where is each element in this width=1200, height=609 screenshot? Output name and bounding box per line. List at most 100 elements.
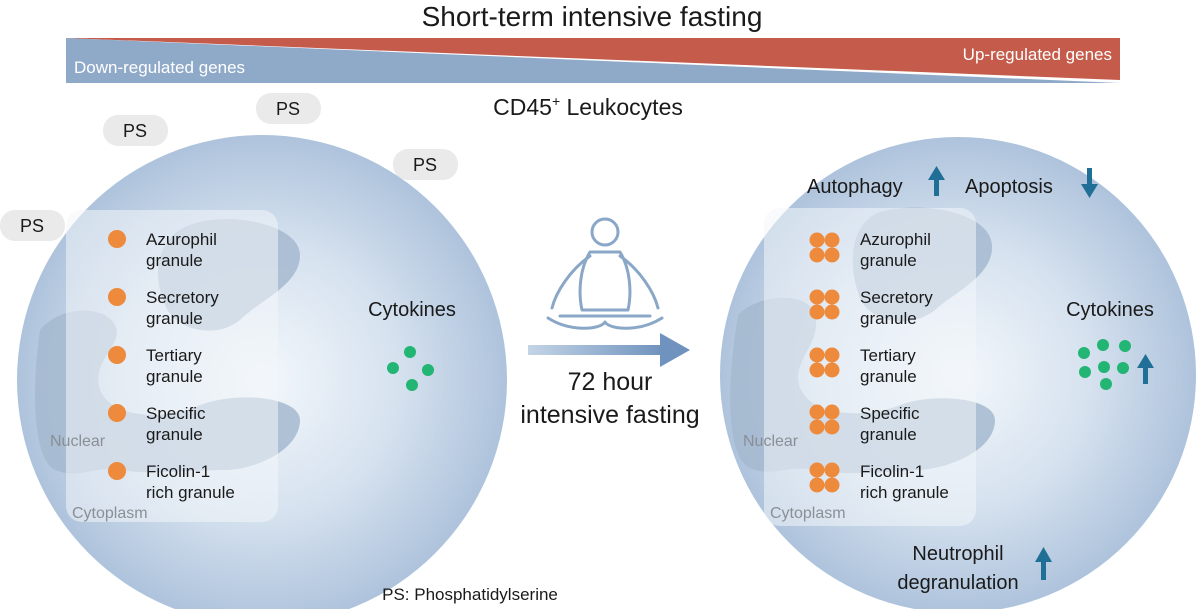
torso-shape bbox=[578, 250, 632, 312]
left-granule-dot-specific bbox=[108, 404, 126, 422]
left-cytoplasm-panel bbox=[66, 210, 278, 522]
gene-regulation-bar: Down-regulated genes Up-regulated genes bbox=[66, 38, 1120, 83]
arrow-shaft bbox=[1143, 366, 1148, 384]
down-regulated-wedge bbox=[66, 38, 1120, 83]
granule-particle bbox=[809, 289, 825, 305]
ps-pill-label: PS bbox=[20, 216, 44, 236]
granule-particle bbox=[809, 419, 825, 435]
granule-particle bbox=[824, 232, 840, 248]
right-cytoplasm-label: Cytoplasm bbox=[770, 505, 846, 522]
meditation-person-icon bbox=[546, 217, 664, 330]
granule-particle bbox=[824, 247, 840, 263]
cytokine-dot bbox=[1097, 339, 1109, 351]
arms-shape bbox=[550, 254, 660, 310]
cytokine-dot bbox=[422, 364, 434, 376]
left-granule-dot-tertiary bbox=[108, 346, 126, 364]
footnote: PS: Phosphatidylserine bbox=[382, 585, 558, 604]
granule-particle bbox=[824, 289, 840, 305]
granule-particle bbox=[809, 304, 825, 320]
right-nuclear-label: Nuclear bbox=[743, 433, 799, 450]
ps-pill-bg bbox=[103, 115, 168, 146]
right-granule-cluster-ficolin bbox=[809, 462, 840, 493]
cytokine-dot bbox=[1078, 347, 1090, 359]
cell-type-label: CD45+ Leukocytes bbox=[493, 93, 683, 120]
left-cytokine-dots bbox=[387, 346, 434, 391]
ps-pill: PS bbox=[256, 93, 321, 124]
down-regulated-label: Down-regulated genes bbox=[74, 58, 245, 77]
arrow-shaft bbox=[934, 178, 939, 196]
right-cytokines-label: Cytokines bbox=[1066, 299, 1154, 321]
cytokine-dot bbox=[1119, 340, 1131, 352]
left-cytoplasm-label: Cytoplasm bbox=[72, 505, 148, 522]
autophagy-up-arrow-icon bbox=[928, 166, 945, 196]
granule-particle bbox=[809, 232, 825, 248]
granule-particle bbox=[809, 247, 825, 263]
ps-pill: PS bbox=[0, 210, 65, 241]
granule-particle bbox=[824, 362, 840, 378]
granule-particle bbox=[824, 462, 840, 478]
left-granule-dot-azurophil bbox=[108, 230, 126, 248]
cytokine-dot bbox=[1117, 362, 1129, 374]
left-granule-dot-secretory bbox=[108, 288, 126, 306]
cytokine-dot bbox=[1098, 361, 1110, 373]
legs-shape bbox=[546, 314, 664, 330]
right-cell: Nuclear Cytoplasm Autophagy Apoptosis Az… bbox=[720, 137, 1196, 609]
cytokines-up-arrow-icon bbox=[1137, 354, 1154, 384]
up-regulated-label: Up-regulated genes bbox=[963, 45, 1112, 64]
right-granule-cluster-specific bbox=[809, 404, 840, 435]
ps-pill-label: PS bbox=[123, 121, 147, 141]
arrow-head bbox=[1137, 354, 1154, 368]
fasting-arrow bbox=[528, 333, 690, 367]
granule-particle bbox=[809, 477, 825, 493]
granule-particle bbox=[824, 304, 840, 320]
granule-particle bbox=[809, 347, 825, 363]
granule-particle bbox=[824, 404, 840, 420]
arrow-shaft bbox=[1087, 168, 1092, 186]
cytokine-dot bbox=[1100, 378, 1112, 390]
ps-pill-bg bbox=[0, 210, 65, 241]
granule-particle bbox=[824, 477, 840, 493]
ps-markers: PS PS PS PS bbox=[0, 93, 458, 241]
arrow-head bbox=[1035, 547, 1052, 562]
arrow-head bbox=[1081, 184, 1098, 198]
left-cytokines-label: Cytokines bbox=[368, 299, 456, 321]
right-granule-cluster-azurophil bbox=[809, 232, 840, 263]
up-regulated-wedge bbox=[66, 38, 1120, 80]
granule-particle bbox=[809, 462, 825, 478]
granule-particle bbox=[809, 404, 825, 420]
ps-pill-label: PS bbox=[413, 155, 437, 175]
granule-particle bbox=[824, 419, 840, 435]
autophagy-label: Autophagy bbox=[807, 176, 903, 198]
left-granule-dot-ficolin bbox=[108, 462, 126, 480]
cytokine-dot bbox=[387, 362, 399, 374]
ps-pill: PS bbox=[393, 149, 458, 180]
ps-pill-label: PS bbox=[276, 99, 300, 119]
degranulation-up-arrow-icon bbox=[1035, 547, 1052, 580]
arrow-head bbox=[928, 166, 945, 180]
cytokine-dot bbox=[1079, 366, 1091, 378]
page-title: Short-term intensive fasting bbox=[422, 1, 763, 32]
ps-pill: PS bbox=[103, 115, 168, 146]
head-shape bbox=[590, 217, 620, 247]
ps-pill-bg bbox=[256, 93, 321, 124]
right-cytoplasm-panel bbox=[764, 208, 976, 526]
fasting-arrow-head bbox=[660, 333, 690, 367]
granule-particle bbox=[824, 347, 840, 363]
left-nuclear-label: Nuclear bbox=[50, 433, 106, 450]
apoptosis-down-arrow-icon bbox=[1081, 168, 1098, 198]
right-cytokine-dots bbox=[1078, 339, 1131, 390]
